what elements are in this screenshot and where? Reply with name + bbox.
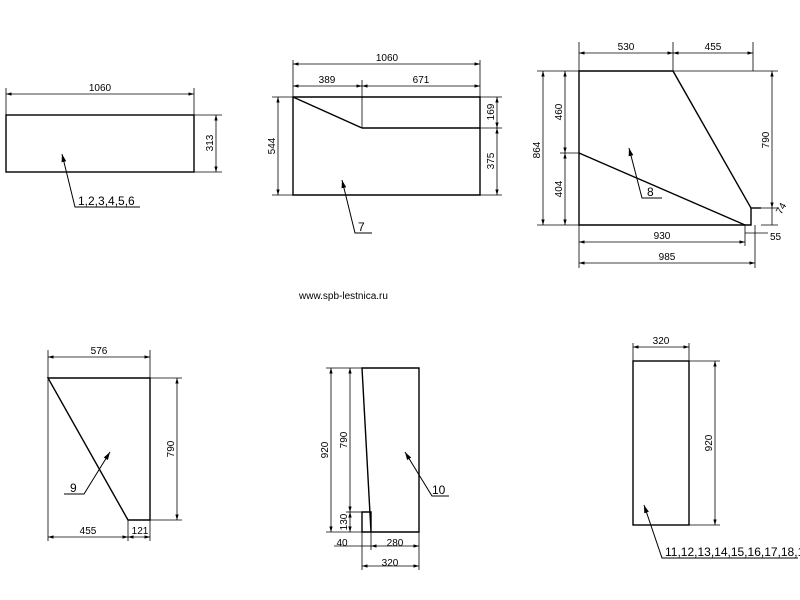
part-10-leader	[404, 451, 449, 497]
part-10-offset-label: 40	[336, 538, 348, 549]
part-7-low-label: 375	[486, 152, 497, 169]
part-10-height-label: 790	[339, 431, 350, 448]
part-8-lower-label: 404	[554, 180, 565, 197]
part-8-notch-width-label: 55	[770, 232, 782, 243]
part-9-height-label: 790	[166, 440, 177, 457]
part-9-top-label: 576	[91, 346, 108, 357]
part-1-6: 1060 313 1,2,3,4,5,6	[5, 83, 222, 208]
part-1-6-height-label: 313	[205, 134, 216, 151]
part-10-label: 10	[432, 483, 446, 497]
part-1-6-width-label: 1060	[89, 83, 112, 94]
part-8-total-width-label: 985	[659, 252, 676, 263]
part-1-6-outline	[5, 114, 195, 173]
part-10-bottom-label: 280	[387, 538, 404, 549]
part-9-bottom-label: 455	[80, 526, 97, 537]
part-8-height-label: 864	[532, 141, 543, 158]
part-7: 1060 389 671 544 169 375 7	[267, 53, 502, 234]
part-7-height-label: 544	[267, 137, 278, 154]
part-8-right-height-label: 790	[761, 131, 772, 148]
part-9-label: 9	[70, 481, 77, 495]
part-7-step-label: 169	[486, 103, 497, 120]
part-9-leader	[64, 451, 111, 495]
part-1-6-leader	[61, 153, 140, 208]
part-9-bottom-small-label: 121	[132, 526, 149, 537]
part-8-top-left-label: 530	[618, 42, 635, 53]
part-10-outline	[361, 367, 420, 533]
part-8-label: 8	[647, 185, 654, 199]
part-8-top-right-label: 455	[705, 42, 722, 53]
part-9-outline	[46, 377, 151, 521]
part-1-6-label: 1,2,3,4,5,6	[78, 194, 135, 208]
part-11-19-width-label: 320	[653, 336, 670, 347]
part-7-outline	[292, 96, 481, 196]
part-10-width-label: 320	[382, 558, 399, 569]
part-11-19: 320 920 11,12,13,14,15,16,17,18,19	[632, 336, 800, 559]
part-7-right-top-label: 671	[413, 75, 430, 86]
part-7-leader	[341, 179, 372, 234]
part-8: 530 455 864 460 404 790 74 930 55 985 8	[532, 42, 790, 268]
part-8-outline	[578, 70, 752, 226]
part-10-total-height-label: 920	[320, 441, 331, 458]
part-11-19-height-label: 920	[704, 434, 715, 451]
part-11-19-leader	[643, 504, 798, 559]
part-8-bottom-label: 930	[654, 231, 671, 242]
part-8-notch-label: 74	[774, 201, 789, 217]
part-10: 920 790 130 40 280 320 10	[320, 367, 449, 570]
part-7-left-top-label: 389	[319, 75, 336, 86]
part-9: 576 790 455 121 9	[46, 346, 182, 541]
site-url: www.spb-lestnica.ru	[298, 291, 388, 302]
part-11-19-label: 11,12,13,14,15,16,17,18,19	[665, 545, 800, 559]
part-8-upper-label: 460	[554, 103, 565, 120]
part-8-leader	[628, 147, 662, 199]
part-11-19-outline	[632, 360, 690, 526]
part-7-label: 7	[358, 220, 365, 234]
part-7-width-label: 1060	[376, 53, 399, 64]
part-10-notch-label: 130	[339, 513, 350, 530]
